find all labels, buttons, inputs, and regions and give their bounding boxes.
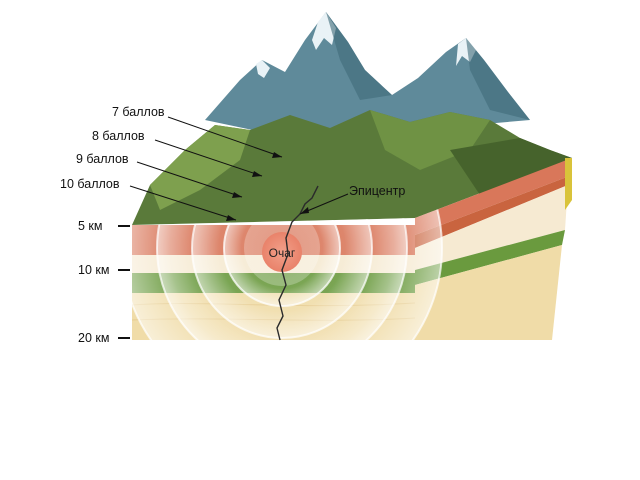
depth-ticks: [118, 225, 130, 339]
label-8-ballov: 8 баллов: [92, 129, 145, 143]
mountain-shade: [326, 12, 392, 100]
hills: [132, 110, 572, 225]
focus: [262, 232, 302, 272]
leader-arrows: [226, 152, 309, 221]
mountains: [205, 12, 530, 140]
label-7-ballov: 7 баллов: [112, 105, 165, 119]
mountain-snow-3: [256, 60, 270, 78]
label-focus: Очаг: [269, 246, 296, 260]
leader-lines: [129, 116, 349, 221]
block-side: [415, 158, 572, 340]
leader-10: [129, 185, 237, 221]
leader-7: [167, 116, 283, 158]
depth-10km: 10 км: [78, 263, 109, 277]
fault-crack: [276, 185, 319, 341]
leader-9: [136, 161, 243, 198]
label-9-ballov: 9 баллов: [76, 152, 129, 166]
label-10-ballov: 10 баллов: [60, 177, 120, 191]
mountain-shade-2: [466, 38, 530, 120]
hills-light: [150, 125, 250, 210]
hills-light-2: [370, 110, 490, 170]
depth-5km: 5 км: [78, 219, 103, 233]
label-epicenter: Эпицентр: [349, 184, 405, 198]
depth-20km: 20 км: [78, 331, 109, 345]
hills-dark: [450, 138, 572, 195]
leader-8: [154, 139, 263, 177]
